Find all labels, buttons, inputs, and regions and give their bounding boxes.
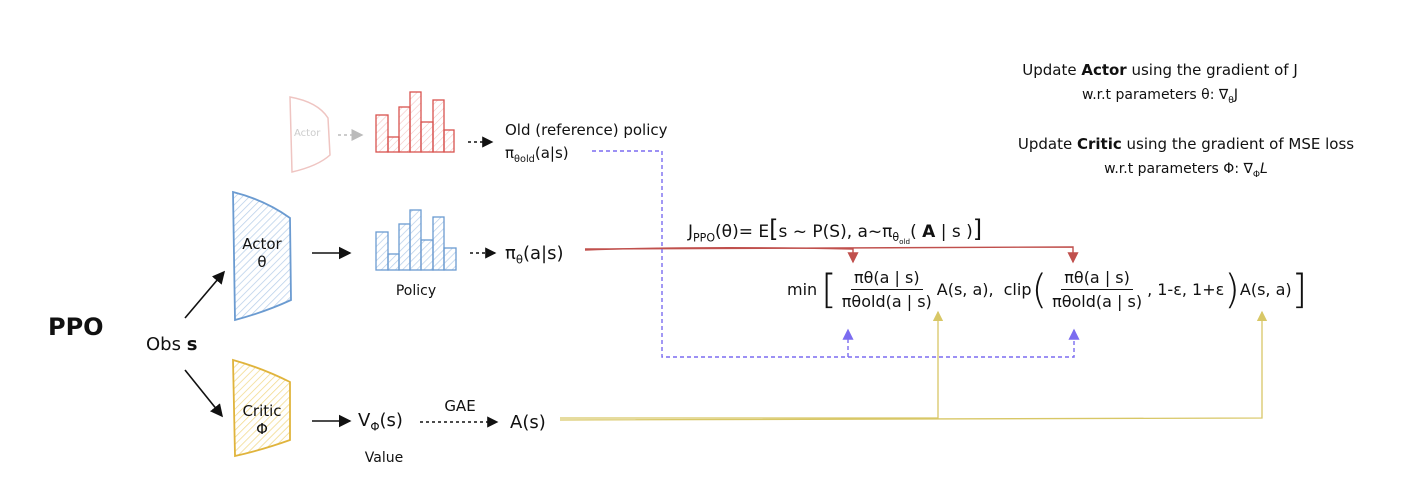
old-actor-shape [289, 96, 331, 173]
advantage-symbol: A(s) [510, 412, 546, 433]
policy-label: Policy [395, 283, 437, 299]
obs-to-critic-arrow [184, 369, 224, 418]
value-label: Value [364, 450, 404, 466]
obs-to-actor-arrow [184, 270, 226, 319]
policy-symbol: πθ(a|s) [505, 243, 564, 267]
advantage-to-objective-line-2 [559, 310, 1268, 421]
critic-shape [232, 358, 291, 458]
clipped-objective: min[ πθ(a | s)πθold(a | s) A(s, a) , cli… [787, 266, 1308, 313]
ratio-fraction-1: πθ(a | s)πθold(a | s) [841, 268, 932, 311]
critic-update-note: Update Critic using the gradient of MSE … [1017, 135, 1355, 180]
objective-equation: JPPO(θ)= E[s ~ P(S), a~πθold( A | s )] [688, 215, 983, 247]
actor-update-note: Update Actor using the gradient of J w.r… [1022, 61, 1298, 106]
actor-shape [232, 190, 292, 322]
advantage-to-objective-line [560, 310, 944, 419]
old-policy-to-ratio-line [592, 150, 1080, 358]
observation-label: Obs s [146, 334, 198, 355]
ratio-fraction-2: πθ(a | s)πθold(a | s) [1052, 268, 1143, 311]
old-policy-label: Old (reference) policy [505, 121, 668, 139]
old-policy-symbol: πθold(a|s) [505, 144, 569, 165]
old-policy-histogram [375, 91, 455, 153]
policy-histogram [375, 209, 457, 271]
value-symbol: VΦ(s) [358, 410, 403, 434]
gae-label: GAE [444, 397, 476, 415]
policy-to-ratio-line-2 [584, 247, 859, 264]
old-actor-label: Actor [294, 128, 321, 139]
ppo-title: PPO [48, 313, 104, 341]
